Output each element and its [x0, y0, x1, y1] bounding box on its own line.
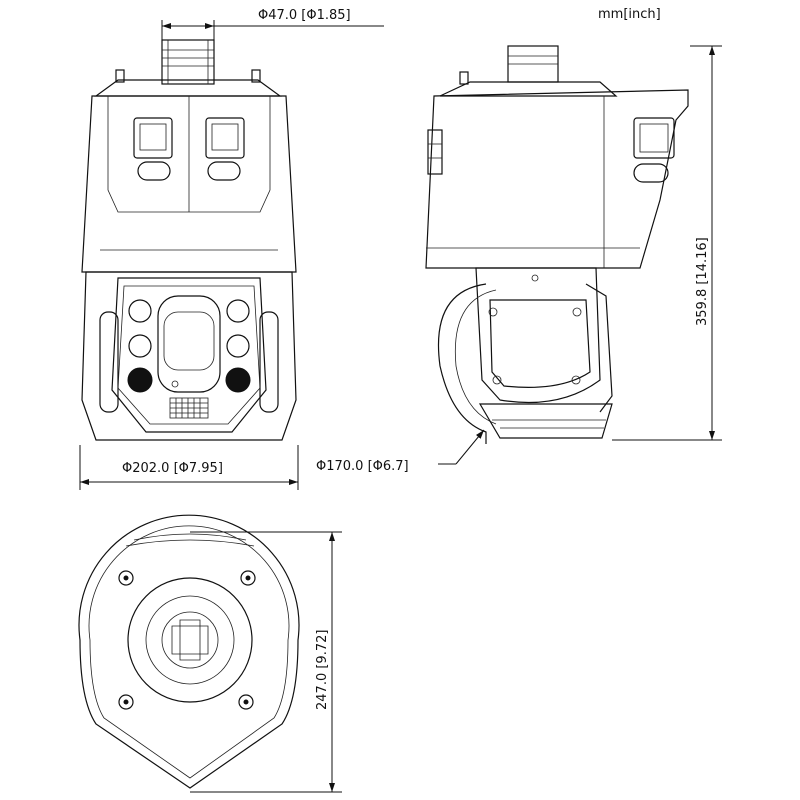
side-height-label: 359.8 [14.16] [695, 237, 710, 326]
bottom-view [78, 514, 300, 789]
front-width-dimension: Φ202.0 [Φ7.95] [79, 445, 299, 490]
side-diameter-dimension: Φ170.0 [Φ6.7] [316, 429, 485, 474]
side-diameter-label: Φ170.0 [Φ6.7] [316, 459, 409, 474]
front-width-label: Φ202.0 [Φ7.95] [122, 461, 223, 476]
top-diameter-label: Φ47.0 [Φ1.85] [258, 8, 351, 23]
unit-label: mm[inch] [598, 7, 661, 22]
front-view [81, 39, 297, 441]
side-view [425, 45, 689, 444]
bottom-height-label: 247.0 [9.72] [315, 630, 330, 710]
bottom-height-dimension: 247.0 [9.72] [190, 531, 342, 793]
side-height-dimension: 359.8 [14.16] [612, 45, 722, 441]
top-diameter-dimension: Φ47.0 [Φ1.85] [161, 8, 384, 40]
